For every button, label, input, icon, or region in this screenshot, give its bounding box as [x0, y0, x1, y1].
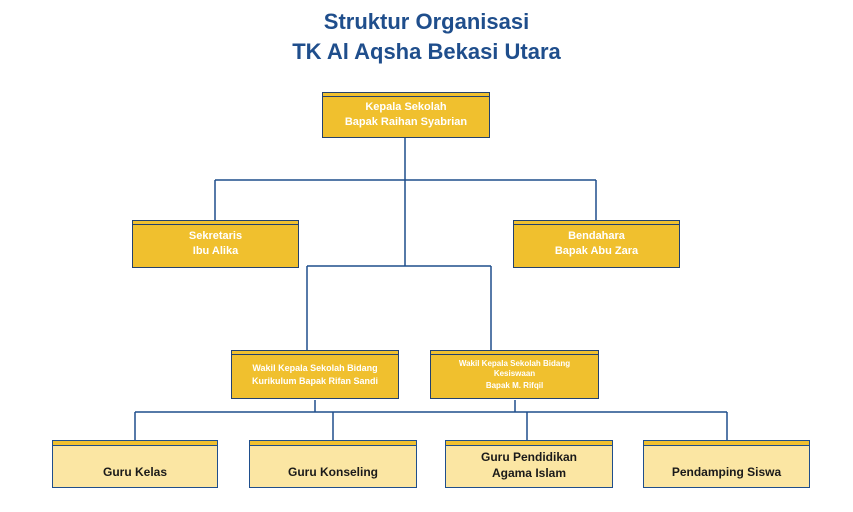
node-guru-konseling-band: [250, 441, 416, 446]
node-guru-agama: Guru Pendidikan Agama Islam: [445, 440, 613, 488]
node-guru-konseling: Guru Konseling: [249, 440, 417, 488]
node-wakil-kurikulum-line2: Kurikulum Bapak Rifan Sandi: [251, 375, 379, 386]
node-sekretaris-role: Sekretaris: [188, 230, 243, 242]
node-wakil-kesiswaan: Wakil Kepala Sekolah Bidang Kesiswaan Ba…: [430, 350, 599, 399]
node-guru-kelas-label: Guru Kelas: [102, 465, 168, 479]
node-sekretaris: Sekretaris Ibu Alika: [132, 220, 299, 268]
node-guru-kelas-band: [53, 441, 217, 446]
node-bendahara-name: Bapak Abu Zara: [554, 245, 639, 257]
node-guru-agama-line1: Guru Pendidikan: [480, 450, 577, 464]
node-wakil-kesiswaan-line2: Kesiswaan: [493, 368, 536, 378]
node-kepala-name: Bapak Raihan Syabrian: [344, 116, 468, 128]
node-kepala-sekolah: Kepala Sekolah Bapak Raihan Syabrian: [322, 92, 490, 138]
node-wakil-kurikulum-line1: Wakil Kepala Sekolah Bidang: [252, 362, 378, 373]
chart-title-line2: TK Al Aqsha Bekasi Utara: [292, 39, 561, 64]
node-wakil-kesiswaan-line1: Wakil Kepala Sekolah Bidang: [458, 358, 571, 368]
node-kepala-role: Kepala Sekolah: [365, 101, 447, 113]
node-pendamping-siswa: Pendamping Siswa: [643, 440, 810, 488]
node-bendahara: Bendahara Bapak Abu Zara: [513, 220, 680, 268]
node-guru-kelas: Guru Kelas: [52, 440, 218, 488]
node-guru-agama-line2: Agama Islam: [491, 466, 567, 480]
node-guru-agama-band: [446, 441, 612, 446]
node-pendamping-band: [644, 441, 809, 446]
node-wakil-kesiswaan-line3: Bapak M. Rifqil: [485, 380, 544, 390]
node-pendamping-label: Pendamping Siswa: [671, 465, 782, 479]
node-sekretaris-name: Ibu Alika: [192, 245, 239, 257]
node-bendahara-role: Bendahara: [568, 230, 625, 242]
node-guru-konseling-label: Guru Konseling: [288, 465, 378, 479]
chart-title-line1: Struktur Organisasi: [323, 9, 530, 34]
node-wakil-kurikulum: Wakil Kepala Sekolah Bidang Kurikulum Ba…: [231, 350, 399, 399]
